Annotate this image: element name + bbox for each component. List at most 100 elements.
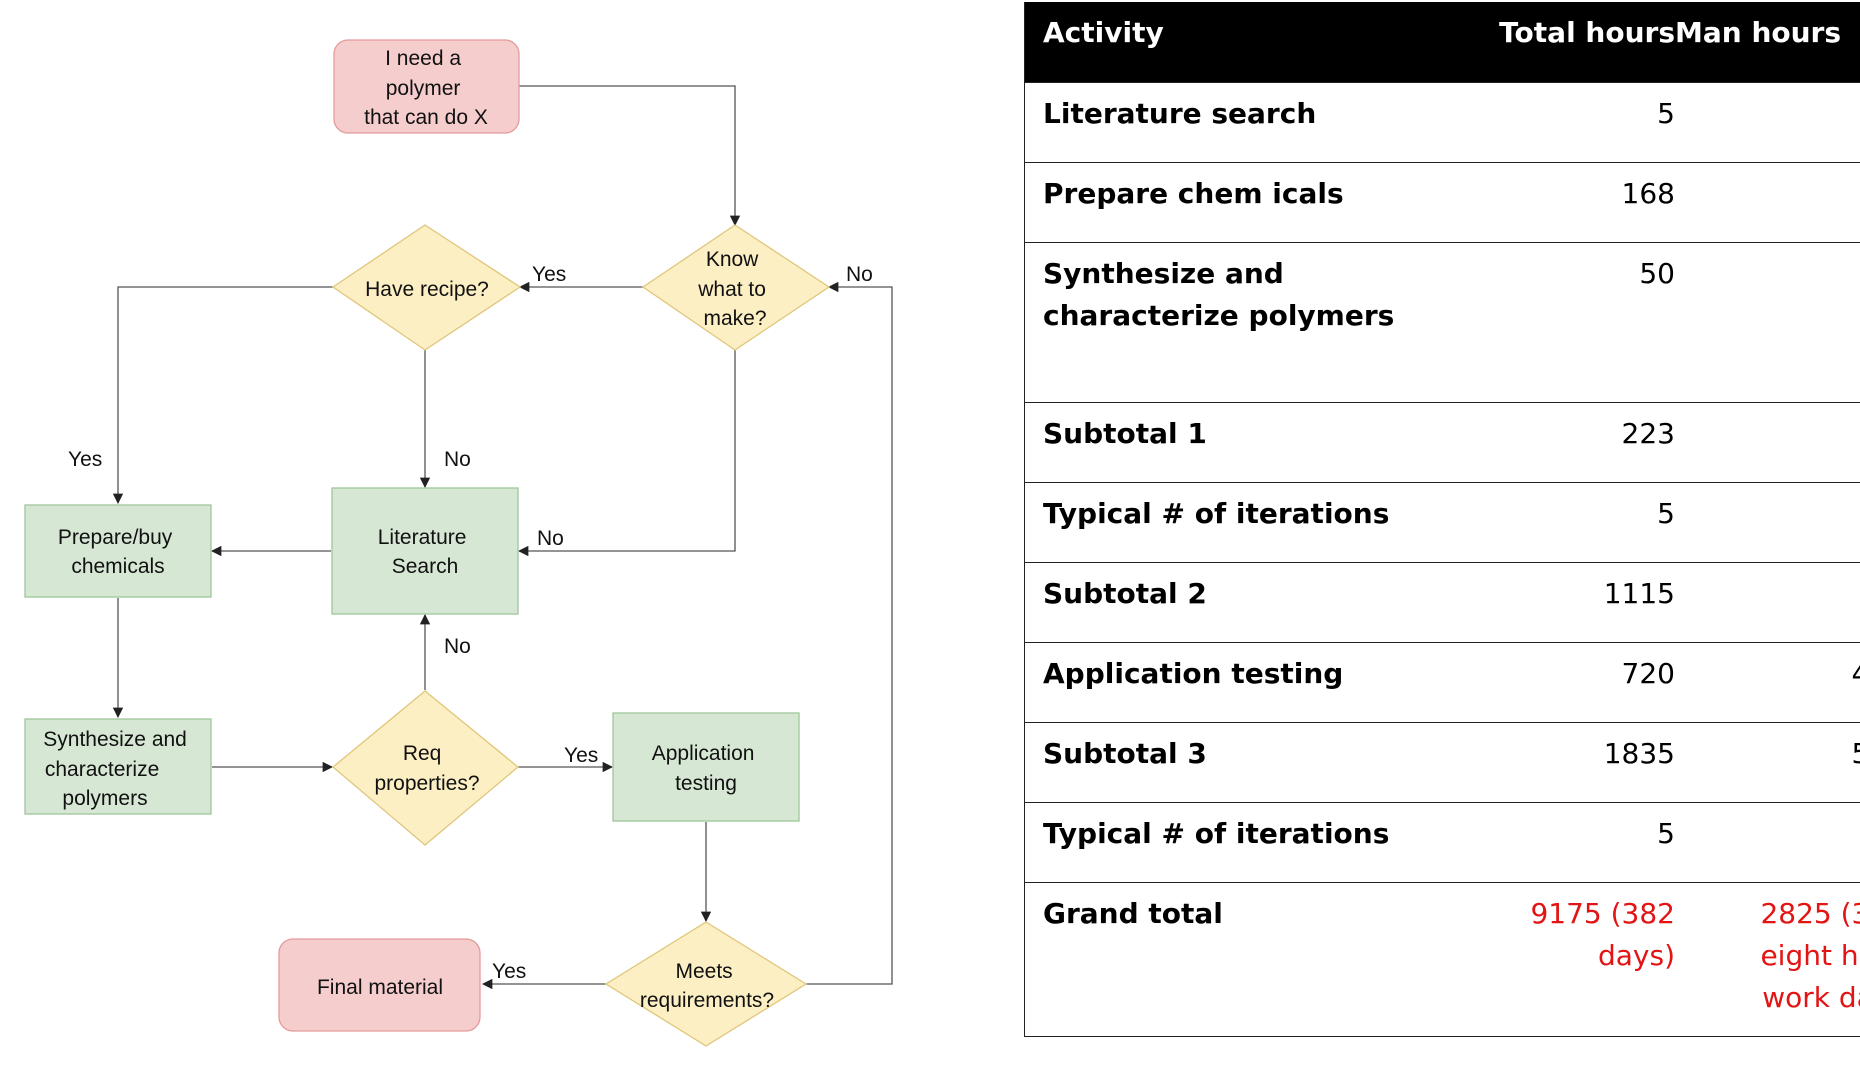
cell-man-hours: 17 (1675, 413, 1860, 455)
label-meets-yes: Yes (492, 960, 526, 983)
table-row: Literature search 55 (1025, 82, 1860, 162)
cell-activity: Subtotal 3 (1043, 733, 1483, 775)
header-total-hours: Total hours (1499, 16, 1675, 49)
label-req-yes: Yes (564, 744, 598, 767)
cell-total-hours-line: 168 (1621, 177, 1675, 210)
cell-activity-line: Synthesize and (1043, 257, 1284, 290)
cell-activity-line: characterize polymers (1043, 299, 1395, 332)
node-synthesize: Synthesize and characterize polymers (24, 718, 212, 815)
node-final-text: Final material (317, 976, 443, 999)
label-req-no: No (444, 635, 471, 658)
table-row: Grand total 9175 (382 days) 2825 (353 eight … (1025, 882, 1860, 1036)
cell-total-hours-line: 1835 (1603, 737, 1675, 770)
table-row: Application testing 720480 (1025, 642, 1860, 722)
cell-activity: Subtotal 2 (1043, 573, 1483, 615)
cell-man-hours-line: 480 (1675, 653, 1860, 695)
cell-activity: Application testing (1043, 653, 1483, 695)
node-synth-text: Synthesize and characterize polymers (43, 728, 192, 810)
cell-activity-line: Prepare chem icals (1043, 177, 1344, 210)
cell-total-hours-line: 720 (1621, 657, 1675, 690)
node-know-what-to-make: Know what to make? (641, 224, 831, 351)
table-row: Subtotal 1 22317 (1025, 402, 1860, 482)
cell-total-hours: 1835 (1405, 733, 1675, 775)
node-req-properties: Req properties? (331, 690, 520, 846)
node-final-material: Final material (278, 938, 481, 1032)
node-start: I need a polymer that can do X (333, 39, 520, 134)
cell-man-hours: 5 (1675, 93, 1860, 135)
label-know-no: No (846, 263, 873, 286)
cell-man-hours-line: 2825 (353 (1760, 897, 1860, 930)
cell-activity-line: Grand total (1043, 897, 1223, 930)
edge-start-to-know (518, 85, 741, 227)
cell-activity-line: Subtotal 2 (1043, 577, 1207, 610)
node-know-text: Know what to make? (697, 248, 772, 330)
label-lit-no: No (537, 527, 564, 550)
node-app-text: Application testing (652, 742, 761, 795)
node-req-text: Req properties? (374, 742, 479, 795)
cell-man-hours-line: eight hour (1760, 939, 1860, 972)
cell-man-hours-line: work days (1762, 981, 1860, 1014)
cell-man-hours-line: 565 (1675, 733, 1860, 775)
table-row: Subtotal 3 1835565 (1025, 722, 1860, 802)
hours-table: Activity Total hours Man hours Literatur… (1024, 2, 1860, 1037)
cell-activity-line: Subtotal 1 (1043, 417, 1207, 450)
cell-man-hours: 10 (1675, 253, 1860, 295)
cell-total-hours: 223 (1405, 413, 1675, 455)
cell-total-hours: 168 (1405, 173, 1675, 215)
flow-edges (112, 85, 893, 990)
cell-total-hours: 5 (1405, 813, 1675, 855)
cell-activity-line: Subtotal 3 (1043, 737, 1207, 770)
node-prepare-text: Prepare/buy chemicals (58, 526, 178, 578)
cell-man-hours: 480 (1675, 653, 1860, 695)
node-application-testing: Application testing (612, 712, 800, 822)
label-recipe-no: No (444, 448, 471, 471)
cell-man-hours: 5 (1675, 493, 1860, 535)
node-have-recipe: Have recipe? (331, 224, 522, 351)
cell-activity-line: Typical # of iterations (1043, 817, 1390, 850)
cell-activity: Synthesize and characterize polymers (1043, 253, 1483, 337)
edge-recipe-to-prepare (112, 286, 333, 505)
cell-man-hours-line: 5 (1675, 493, 1860, 535)
cell-total-hours-line: 50 (1639, 257, 1675, 290)
cell-total-hours-line: 5 (1657, 97, 1675, 130)
node-meets-text: Meets requirements? (640, 960, 774, 1012)
cell-man-hours: 5 (1675, 813, 1860, 855)
cell-total-hours: 5 (1405, 93, 1675, 135)
edge-meets-to-know (806, 281, 893, 985)
table-row: Typical # of iterations 55 (1025, 802, 1860, 882)
cell-man-hours-line: 2 (1675, 173, 1860, 215)
node-literature-search: Literature Search (331, 487, 519, 615)
cell-man-hours: 2825 (353 eight hour work days (1675, 893, 1860, 1019)
label-recipe-yes-right: Yes (532, 263, 566, 286)
edge-labels: Yes No Yes No No No Yes Yes (68, 263, 873, 983)
cell-activity: Grand total (1043, 893, 1483, 935)
node-prepare-chemicals: Prepare/buy chemicals (24, 504, 212, 598)
cell-total-hours: 720 (1405, 653, 1675, 695)
cell-total-hours: 1115 (1405, 573, 1675, 615)
node-start-text: I need a polymer that can do X (364, 47, 488, 129)
cell-man-hours: 565 (1675, 733, 1860, 775)
cell-total-hours-line: days) (1597, 939, 1675, 972)
cell-man-hours-line: 85 (1675, 573, 1860, 615)
cell-man-hours-line: 5 (1675, 93, 1860, 135)
cell-total-hours: 50 (1405, 253, 1675, 295)
cell-activity-line: Literature search (1043, 97, 1317, 130)
cell-man-hours: 2 (1675, 173, 1860, 215)
cell-man-hours-line: 5 (1675, 813, 1860, 855)
cell-man-hours-line: 17 (1675, 413, 1860, 455)
edge-know-to-lit (517, 350, 736, 557)
cell-total-hours-line: 5 (1657, 497, 1675, 530)
cell-total-hours: 5 (1405, 493, 1675, 535)
cell-activity: Typical # of iterations (1043, 493, 1483, 535)
cell-activity: Prepare chem icals (1043, 173, 1483, 215)
cell-activity: Subtotal 1 (1043, 413, 1483, 455)
cell-total-hours: 9175 (382 days) (1405, 893, 1675, 977)
header-man-hours: Man hours (1675, 16, 1842, 49)
cell-activity: Typical # of iterations (1043, 813, 1483, 855)
cell-total-hours-line: 9175 (382 (1530, 897, 1675, 930)
table-row: Typical # of iterations 55 (1025, 482, 1860, 562)
cell-activity-line: Application testing (1043, 657, 1344, 690)
cell-activity-line: Typical # of iterations (1043, 497, 1390, 530)
header-activity: Activity (1043, 16, 1164, 49)
